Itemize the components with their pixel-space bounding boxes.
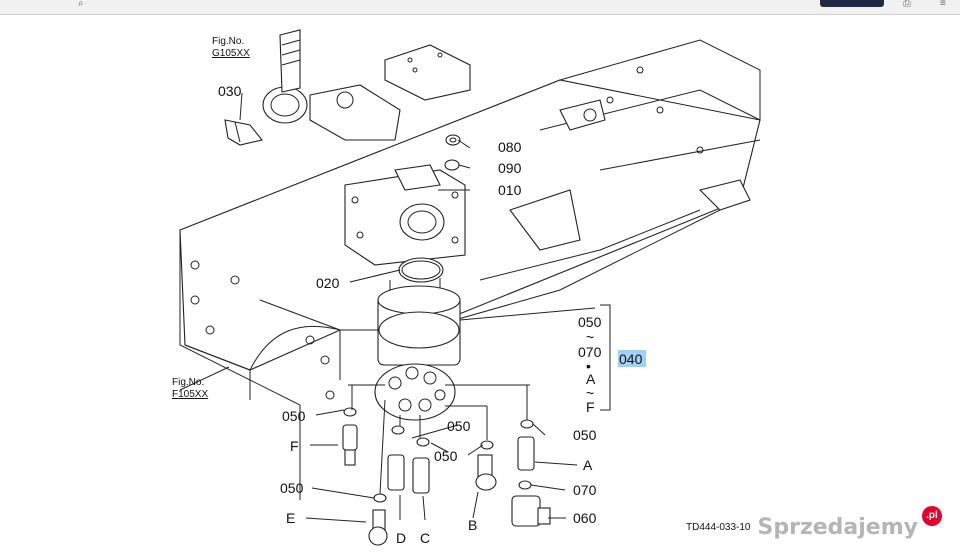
group-range-mid: 070 — [578, 344, 602, 360]
port-letter-E: E — [286, 510, 295, 526]
o-ring-020 — [398, 257, 444, 283]
elbow-060 — [511, 480, 551, 527]
label-050-mid2[interactable]: 050 — [434, 448, 458, 464]
mount-bracket-010 — [344, 164, 466, 266]
drawing-code: TD444-033-10 — [686, 522, 751, 533]
fitting-E — [368, 493, 388, 546]
washer-090 — [444, 159, 460, 171]
label-050-left[interactable]: 050 — [282, 408, 306, 424]
group-range-tilde1: ~ — [586, 329, 594, 345]
top-plate — [384, 44, 471, 101]
group-range-dot: • — [586, 358, 591, 374]
group-range-a: A — [586, 371, 596, 387]
fitting-F — [342, 407, 358, 466]
fig-ref-left-title: Fig.No. — [172, 377, 204, 388]
label-050-right[interactable]: 050 — [573, 427, 597, 443]
label-080[interactable]: 080 — [498, 139, 522, 155]
label-020[interactable]: 020 — [316, 275, 340, 291]
shaft-bracket — [262, 29, 401, 141]
label-070[interactable]: 070 — [573, 482, 597, 498]
group-range-top: 050 — [578, 314, 602, 330]
browser-toolbar: ⌕ ⎙ ≡ — [0, 0, 960, 15]
label-090[interactable]: 090 — [498, 160, 522, 176]
group-range-f: F — [586, 399, 595, 415]
label-050-mid[interactable]: 050 — [447, 418, 471, 434]
label-050-bottom[interactable]: 050 — [280, 480, 304, 496]
port-letter-C: C — [420, 530, 430, 546]
label-040-highlight — [618, 350, 646, 367]
menu-icon[interactable]: ≡ — [940, 0, 946, 9]
label-060[interactable]: 060 — [573, 510, 597, 526]
label-030[interactable]: 030 — [218, 83, 242, 99]
watermark-badge: .pl — [922, 506, 942, 526]
bolt-030 — [224, 119, 263, 146]
group-range-tilde2: ~ — [586, 385, 594, 401]
steering-valve-040 — [374, 278, 461, 421]
fig-ref-top-code[interactable]: G105XX — [212, 48, 250, 59]
fitting-A — [517, 419, 535, 471]
search-icon[interactable]: ⌕ — [78, 0, 84, 9]
port-letter-A: A — [583, 457, 593, 473]
nut-080 — [445, 134, 461, 146]
port-letter-D: D — [396, 530, 406, 546]
toolbar-button[interactable] — [820, 0, 884, 7]
fig-ref-left-code[interactable]: F105XX — [172, 389, 208, 400]
fitting-B — [475, 440, 497, 491]
label-040[interactable]: 040 — [619, 351, 643, 367]
watermark-logo: Sprzedajemy — [757, 515, 919, 540]
print-icon[interactable]: ⎙ — [903, 0, 911, 9]
port-letter-B: B — [468, 517, 477, 533]
port-letter-F: F — [290, 438, 299, 454]
fig-ref-top-title: Fig.No. — [212, 36, 244, 47]
fitting-D — [387, 425, 405, 491]
label-010[interactable]: 010 — [498, 182, 522, 198]
leader-lines — [179, 92, 611, 523]
frame-rail — [179, 39, 761, 500]
fitting-C — [412, 437, 430, 494]
parts-diagram: Fig.No. G105XX Fig.No. F105XX 030 080 09… — [172, 29, 761, 546]
